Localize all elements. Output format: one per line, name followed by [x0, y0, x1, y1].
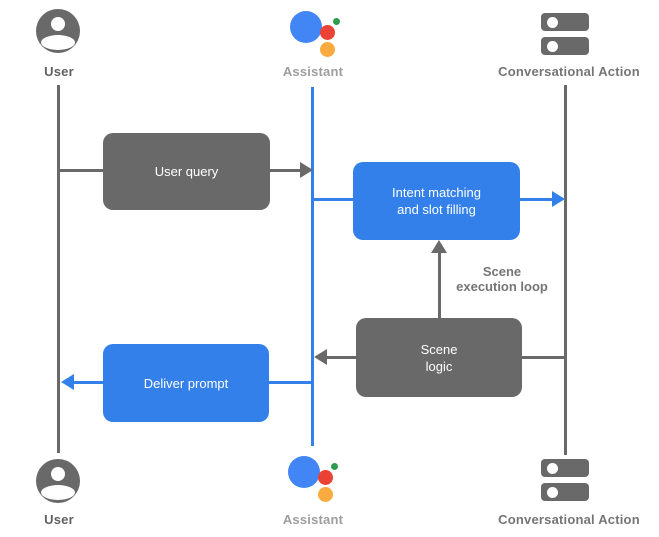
scene-to-assistant-line: [327, 356, 356, 359]
assistant-green-dot: [331, 463, 338, 470]
server-led-dot: [547, 41, 558, 52]
assistant-to-intent-line: [314, 198, 353, 201]
assistant-lifeline: [311, 87, 314, 446]
query-to-assistant-arrowhead-icon: [300, 162, 313, 178]
assistant-red-dot: [320, 25, 335, 40]
ca-to-scene-line: [522, 356, 566, 359]
server-slab: [541, 483, 589, 501]
user-query-box: User query: [103, 133, 270, 210]
scene-logic-box: Scene logic: [356, 318, 522, 397]
assistant-green-dot: [333, 18, 340, 25]
assistant-to-deliver-line: [269, 381, 314, 384]
assistant-blue-dot: [288, 456, 320, 488]
server-led-dot: [547, 487, 558, 498]
deliver-prompt-label: Deliver prompt: [143, 375, 229, 391]
conversational-action-lifeline: [564, 85, 567, 455]
user-icon: [36, 9, 80, 53]
user-to-query-line: [59, 169, 103, 172]
assistant-yellow-dot: [318, 487, 333, 502]
server-led-dot: [547, 463, 558, 474]
assistant-yellow-dot: [320, 42, 335, 57]
deliver-to-user-line: [74, 381, 103, 384]
deliver-to-user-arrowhead-icon: [61, 374, 74, 390]
assistant-top-label: Assistant: [282, 64, 344, 79]
person-torso-shape: [41, 485, 75, 500]
scene-to-assistant-arrowhead-icon: [314, 349, 327, 365]
user-lifeline: [57, 85, 60, 453]
intent-matching-label-line1: Intent matching: [392, 185, 481, 200]
intent-matching-box: Intent matching and slot filling: [353, 162, 520, 240]
scene-execution-loop-line1: Scene: [482, 264, 522, 279]
assistant-bottom-label: Assistant: [282, 512, 344, 527]
deliver-prompt-box: Deliver prompt: [103, 344, 269, 422]
server-icon: [541, 13, 589, 55]
assistant-blue-dot: [290, 11, 322, 43]
conversational-action-top-label: Conversational Action: [498, 64, 640, 79]
conversational-action-bottom-label: Conversational Action: [498, 512, 640, 527]
google-assistant-icon: [290, 9, 340, 57]
intent-matching-label-line2: and slot filling: [397, 202, 476, 217]
assistant-red-dot: [318, 470, 333, 485]
server-icon: [541, 459, 589, 501]
scene-loop-line: [438, 252, 441, 318]
server-slab: [541, 13, 589, 31]
scene-execution-loop-line2: execution loop: [456, 279, 548, 294]
google-assistant-icon: [288, 454, 338, 502]
server-led-dot: [547, 17, 558, 28]
person-head-shape: [51, 17, 65, 31]
scene-execution-loop-annotation: Scene execution loop: [429, 264, 575, 294]
scene-loop-arrowhead-icon: [431, 240, 447, 253]
query-to-assistant-line: [270, 169, 301, 172]
person-head-shape: [51, 467, 65, 481]
server-slab: [541, 37, 589, 55]
server-slab: [541, 459, 589, 477]
user-query-label: User query: [154, 164, 219, 179]
person-torso-shape: [41, 35, 75, 50]
intent-to-ca-arrowhead-icon: [552, 191, 565, 207]
scene-logic-label-line1: Scene: [420, 341, 458, 357]
user-icon: [36, 459, 80, 503]
intent-to-ca-line: [520, 198, 553, 201]
user-top-label: User: [44, 64, 74, 79]
scene-logic-label-line2: logic: [425, 358, 453, 374]
user-bottom-label: User: [44, 512, 74, 527]
